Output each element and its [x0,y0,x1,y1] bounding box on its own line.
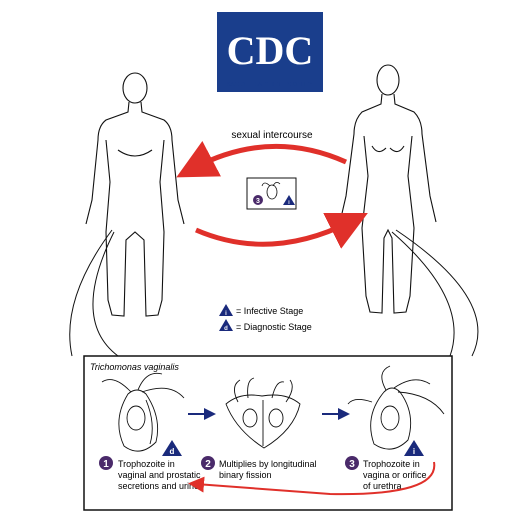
center-stage-number-circle [253,195,263,205]
stage-1-trophozoite [101,372,185,452]
stage-3-number-circle [345,456,359,470]
return-arrow [188,461,436,496]
organism-title: Trichomonas vaginalis [90,362,179,372]
stage-3-caption: Trophozoite in vagina or orifice of uret… [363,459,427,491]
stage-3-caption-line: Trophozoite in [363,459,420,469]
transmission-arrow-bottom [195,213,368,249]
logo-text: CDC [227,28,314,73]
stage-2-number: 2 [205,459,211,470]
center-stage-box: 3 i [246,177,297,210]
logo-tagline: SAFER · HEALTHIER · PEOPLE™ [227,82,313,88]
stage-1-caption: Trophozoite in vaginal and prostatic sec… [118,459,201,491]
female-figure [339,64,437,314]
center-infective-badge: i [288,200,290,206]
male-figure [85,72,185,317]
stage-1-diagnostic-badge: d [170,447,175,456]
stage-3-infective-triangle [404,440,424,456]
stage-3-number: 3 [349,459,355,470]
cdc-logo: CDC SAFER · HEALTHIER · PEOPLE™ [217,12,323,92]
legend-infective-triangle [219,304,233,316]
stage-1-caption-line: secretions and urine [118,481,199,491]
legend: i = Infective Stage d = Diagnostic Stage [219,304,312,332]
legend-diagnostic-badge: d [224,326,228,332]
legend-infective-label: = Infective Stage [236,306,303,316]
organism-box [83,355,453,511]
stage-2-dividing-trophozoite [225,377,301,449]
stage-3-infective-badge: i [413,447,415,456]
stage-2-number-circle [201,456,215,470]
stage-1-diagnostic-triangle [162,440,182,456]
center-infective-triangle [283,195,295,205]
stage-1-caption-line: vaginal and prostatic [118,470,201,480]
stage-2-caption-line: binary fission [219,470,272,480]
legend-diagnostic-label: = Diagnostic Stage [236,322,312,332]
legend-diagnostic-triangle [219,319,233,331]
stage-2-caption-line: Multiplies by longitudinal [219,459,317,469]
stage-3-caption-line: vagina or orifice [363,470,427,480]
stage-1-number: 1 [103,459,109,470]
transmission-arrow-top [176,140,348,178]
center-trophozoite [261,182,281,200]
stage-1-number-circle [99,456,113,470]
logo-background [217,12,323,92]
center-stage-number: 3 [256,198,260,205]
stage-3-trophozoite [347,365,445,450]
transmission-label: sexual intercourse [231,130,313,141]
funnel-lines [69,229,479,357]
legend-infective-badge: i [225,311,227,317]
stage-1-caption-line: Trophozoite in [118,459,175,469]
stage-3-caption-line: of urethra [363,481,402,491]
stage-2-caption: Multiplies by longitudinal binary fissio… [219,459,317,480]
